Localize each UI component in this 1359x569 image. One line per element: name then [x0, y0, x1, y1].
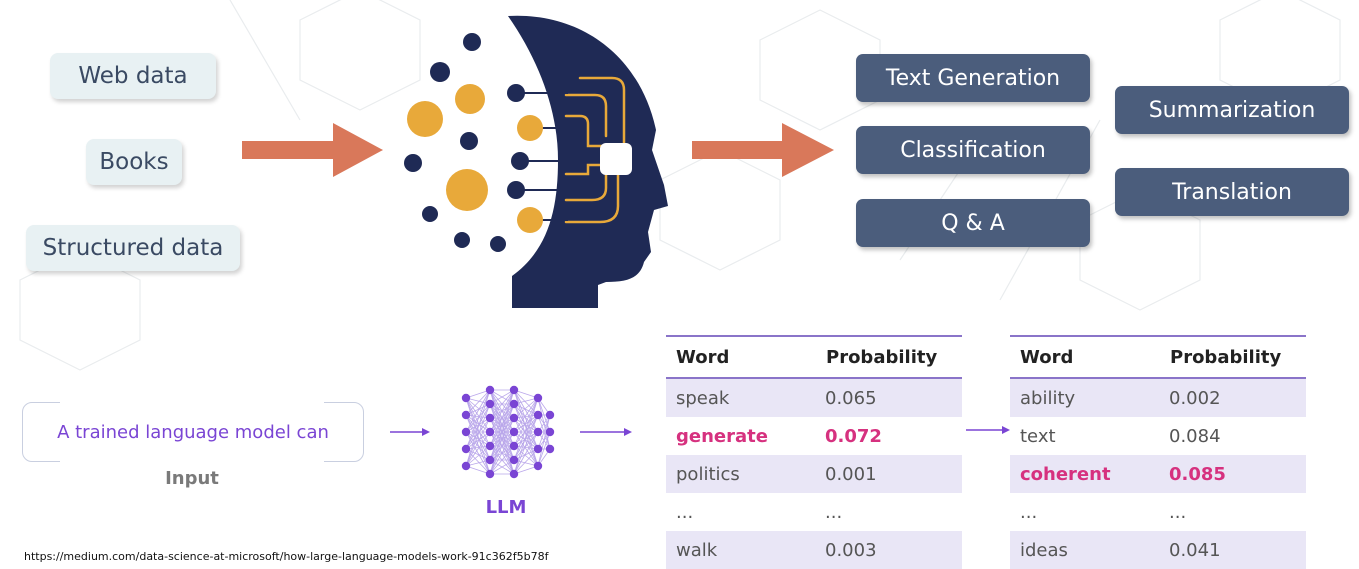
word-cell: politics [666, 455, 825, 493]
prompt-border-gap-top [60, 400, 324, 404]
word-cell: ... [1020, 501, 1038, 523]
word-cell: generate [676, 425, 768, 447]
table-row: ...... [666, 493, 962, 531]
source-books: Books [86, 139, 182, 185]
task-label: Text Generation [885, 65, 1061, 91]
output-arrow [692, 123, 834, 177]
task-summarization: Summarization [1115, 86, 1349, 134]
column-header-word: Word [666, 336, 825, 379]
word-cell: ability [1010, 378, 1169, 417]
llm-label: LLM [485, 497, 527, 518]
task-label: Classification [900, 137, 1046, 163]
task-text-generation: Text Generation [856, 54, 1090, 102]
nn-node [485, 385, 495, 395]
source-structured-data: Structured data [26, 225, 240, 271]
source-label: Web data [78, 63, 188, 89]
chip-icon [600, 143, 632, 175]
table-header-row: Word Probability [666, 336, 962, 379]
probability-cell: 0.001 [825, 455, 962, 493]
nn-node [533, 461, 543, 471]
nn-node [509, 413, 519, 423]
table-header-row: Word Probability [1010, 336, 1306, 379]
word-cell: ... [676, 501, 694, 523]
input-arrow [242, 123, 383, 177]
nn-node [509, 469, 519, 479]
nn-node [545, 427, 555, 437]
source-web-data: Web data [50, 53, 216, 99]
task-translation: Translation [1115, 168, 1349, 216]
source-label: Books [99, 149, 169, 175]
source-url: https://medium.com/data-science-at-micro… [24, 550, 549, 563]
nn-node [485, 413, 495, 423]
nn-node [461, 427, 471, 437]
table-row: text 0.084 [1010, 417, 1306, 455]
word-cell: speak [666, 378, 825, 417]
nn-node [533, 444, 543, 454]
table-row: generate 0.072 [666, 417, 962, 455]
source-label: Structured data [42, 235, 224, 261]
nn-node [461, 393, 471, 403]
probability-cell: 0.002 [1169, 378, 1306, 417]
nn-node [545, 444, 555, 454]
nn-node [509, 441, 519, 451]
task-label: Summarization [1148, 97, 1316, 123]
prompt-border-gap-bottom [60, 458, 324, 462]
column-header-probability: Probability [825, 336, 962, 379]
probability-cell: 0.003 [825, 531, 962, 569]
word-cell: ideas [1010, 531, 1169, 569]
probability-cell: 0.072 [825, 425, 882, 447]
table-row: ...... [1010, 493, 1306, 531]
prompt-text: A trained language model can [57, 421, 329, 443]
probability-cell: ... [1169, 501, 1187, 523]
nn-node [509, 455, 519, 465]
nn-node [461, 410, 471, 420]
probability-cell: 0.041 [1169, 531, 1306, 569]
column-header-word: Word [1010, 336, 1169, 379]
nn-node [485, 399, 495, 409]
nn-node [461, 461, 471, 471]
column-header-probability: Probability [1169, 336, 1306, 379]
probability-cell: 0.085 [1169, 455, 1306, 493]
word-cell: coherent [1010, 455, 1169, 493]
nn-node [485, 469, 495, 479]
probability-cell: 0.065 [825, 378, 962, 417]
nn-node [509, 399, 519, 409]
task-classification: Classification [856, 126, 1090, 174]
nn-node [485, 441, 495, 451]
nn-node [485, 455, 495, 465]
nn-node [485, 427, 495, 437]
nn-node [509, 385, 519, 395]
head-silhouette-icon [508, 15, 668, 309]
word-cell: text [1020, 425, 1056, 447]
nn-node [461, 444, 471, 454]
nn-node [509, 427, 519, 437]
task-label: Q & A [941, 210, 1005, 236]
input-label: Input [165, 468, 219, 489]
task-qa: Q & A [856, 199, 1090, 247]
task-label: Translation [1172, 179, 1292, 205]
nn-node [545, 410, 555, 420]
probability-cell: ... [825, 501, 843, 523]
probability-cell: 0.084 [1169, 425, 1221, 447]
nn-node [533, 410, 543, 420]
nn-node [533, 427, 543, 437]
nn-node [533, 393, 543, 403]
word-cell: walk [666, 531, 825, 569]
